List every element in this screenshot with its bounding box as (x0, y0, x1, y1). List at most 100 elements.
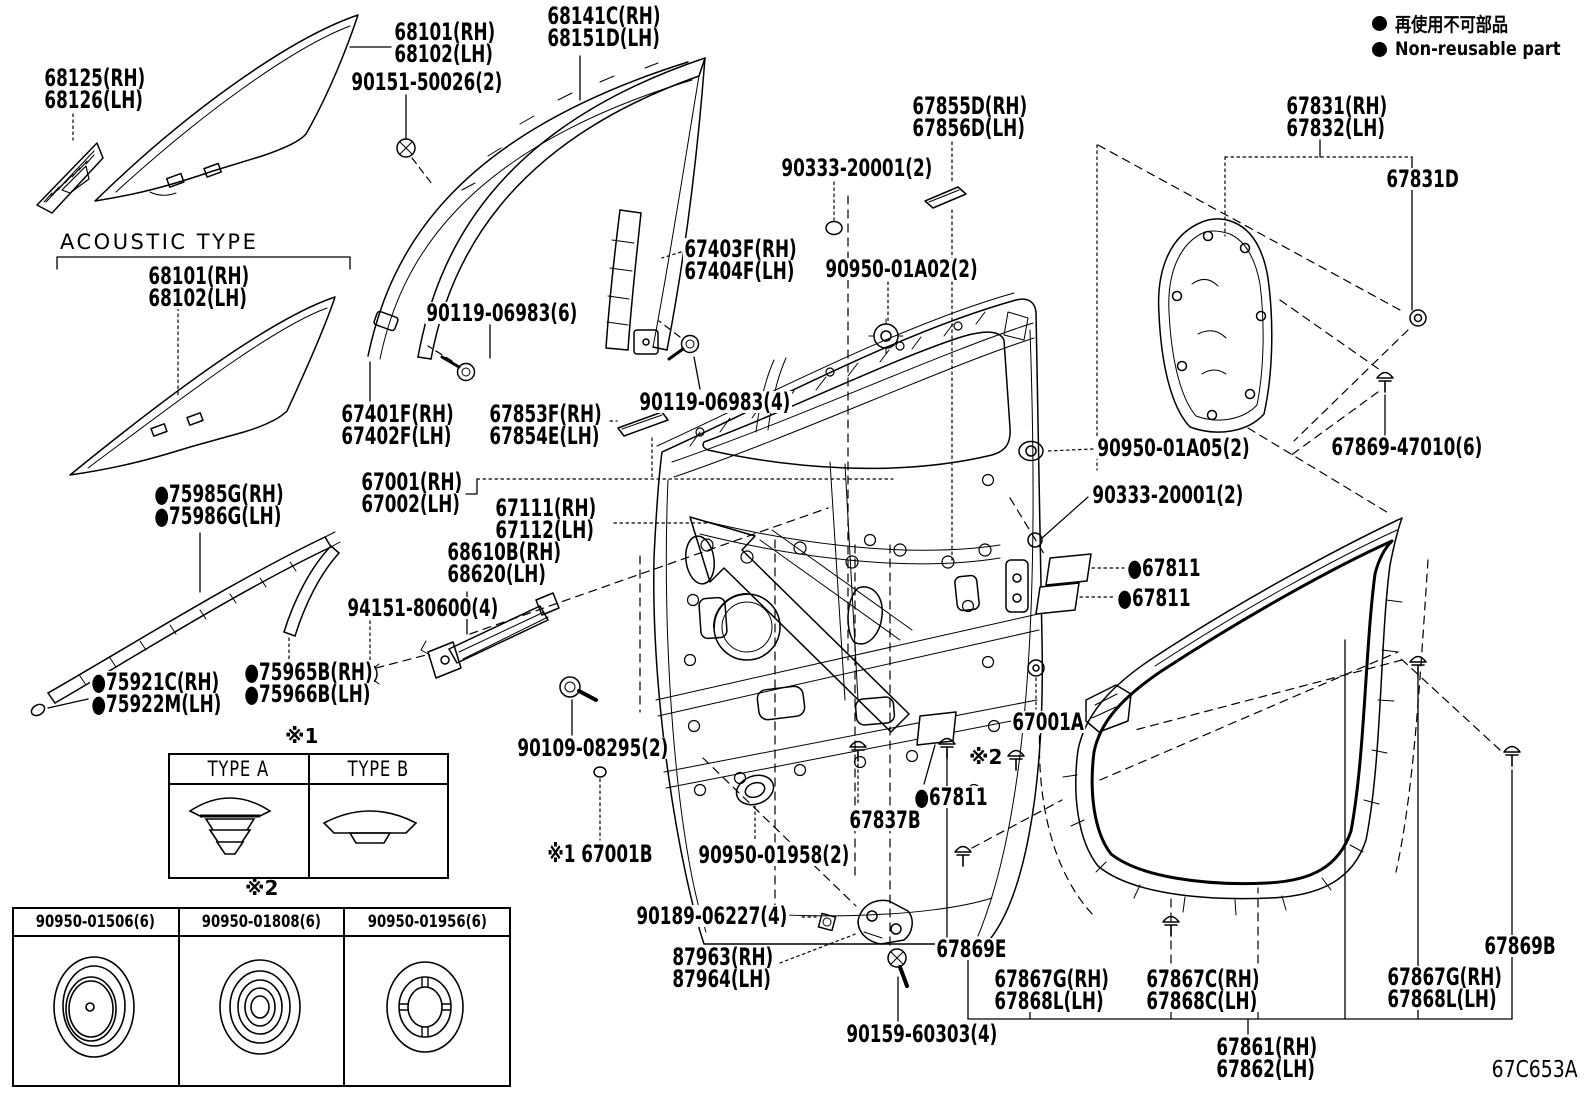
label-67837b: 67837B (848, 806, 923, 834)
plug-90333-b (1027, 496, 1089, 548)
label-90109-08295: 90109-08295(2) (516, 734, 670, 762)
bolt-90119-06983-6 (427, 324, 491, 382)
label-75921c: ●75921C(RH) ●75922M(LH) (90, 668, 223, 719)
label-67401f: 67401F(RH) 67402F(LH) (340, 400, 456, 451)
label-68125: 68125(RH) 68126(LH) (43, 64, 147, 115)
label-90950-01958: 90950-01958(2) (697, 841, 851, 869)
type-b-header: TYPE B (307, 755, 448, 783)
label-90189-06227: 90189-06227(4) (635, 902, 789, 930)
nut-90189 (801, 912, 837, 932)
type-a-header: TYPE A (208, 757, 270, 781)
quarter-glass-68125 (36, 107, 104, 214)
grommet-header-1: 90950-01506(6) (36, 912, 156, 932)
label-90151-50026: 90151-50026(2) (350, 68, 504, 96)
label-acoustic-type: ACOUSTIC TYPE (60, 230, 259, 254)
label-67111: 67111(RH) 67112(LH) (494, 494, 598, 545)
type-a-clip-drawing (170, 785, 308, 877)
label-75985g: ●75985G(RH) ●75986G(LH) (153, 480, 286, 531)
bolt-90109-08295 (559, 676, 598, 736)
sash-67855d (924, 141, 967, 561)
label-90950-01a02: 90950-01A02(2) (824, 255, 980, 283)
label-90119-06983-6: 90119-06983(6) (425, 299, 579, 327)
label-67811-b: ●67811 (1116, 584, 1192, 612)
sash-67853f (609, 411, 669, 479)
legend-row-en: Non-reusable part (1372, 36, 1590, 62)
trim-retainer-67831 (1157, 218, 1273, 433)
door-panel-67111 (639, 292, 1044, 951)
door-label-brackets (465, 478, 894, 524)
grommet-table: 90950-01506(6) 90950-01808(6) 90950-0195… (12, 907, 511, 1087)
belt-moulding-75985g (47, 531, 341, 704)
label-87963: 87963(RH) 87964(LH) (671, 943, 775, 994)
door-glass-main-68101 (94, 14, 392, 202)
grommet-90950-01a02 (868, 281, 904, 354)
label-90333-20001-a: 90333-20001(2) (780, 154, 934, 182)
label-67001b: ※1 67001B (546, 840, 654, 868)
label-90950-01a05: 90950-01A05(2) (1096, 434, 1252, 462)
label-67869-47010: 67869-47010(6) (1330, 433, 1484, 461)
glass-run-67401f (367, 61, 693, 402)
label-68141c: 68141C(RH) 68151D(LH) (546, 2, 662, 53)
label-diagram-code: 67C653A (1490, 1057, 1580, 1083)
screw-90151 (396, 94, 433, 185)
label-90119-06983-4: 90119-06983(4) (638, 388, 792, 416)
legend-jp-text: 再使用不可部品 (1395, 13, 1509, 36)
label-67867c: 67867C(RH) 67868C(LH) (1145, 965, 1261, 1016)
bracket-67831 (1096, 139, 1427, 515)
grommet-table-note: ※2 (245, 876, 279, 900)
clip-67837b (849, 740, 867, 807)
legend-en-text: Non-reusable part (1395, 38, 1561, 60)
division-bar-67403f (605, 209, 682, 355)
grommet-drawing-01506 (14, 937, 178, 1085)
label-94151-80600: 94151-80600(4) (346, 594, 500, 622)
label-68610b: 68610B(RH) 68620(LH) (446, 538, 563, 589)
label-67855d: 67855D(RH) 67856D(LH) (911, 92, 1029, 143)
label-67403f: 67403F(RH) 67404F(LH) (683, 235, 799, 286)
label-67869e: 67869E (935, 935, 1008, 963)
direction-arrow-icon (689, 516, 910, 733)
weatherstrip-67861 (1038, 517, 1501, 917)
label-67867g-left: 67867G(RH) 67868L(LH) (993, 965, 1111, 1016)
label-75965b: ●75965B(RH) ●75966B(LH) (243, 658, 375, 709)
moulding-end-clip-75921c (30, 698, 89, 717)
legend-row-jp: 再使用不可部品 (1372, 10, 1590, 36)
legend: 再使用不可部品 Non-reusable part (1372, 10, 1590, 62)
label-67001a: 67001A (1011, 708, 1086, 736)
label-90159-60303: 90159-60303(4) (845, 1020, 999, 1048)
grommet-header-3: 90950-01956(6) (343, 909, 509, 935)
label-note2-pin: ※2 (969, 745, 1003, 769)
clip-67869e (938, 737, 1063, 938)
label-67853f: 67853F(RH) 67854E(LH) (488, 400, 604, 451)
label-68101-acoustic: 68101(RH) 68102(LH) (147, 262, 251, 313)
bolt-90159 (887, 948, 909, 1022)
type-table-note: ※1 (285, 724, 319, 748)
label-68101-main: 68101(RH) 68102(LH) (393, 18, 497, 69)
label-67861: 67861(RH) 67862(LH) (1215, 1033, 1319, 1084)
bolt-90119-06983-4 (658, 320, 701, 390)
ring-90950-01958 (735, 774, 775, 842)
type-table: TYPE A TYPE B (168, 753, 449, 879)
grommet-drawing-01808 (177, 937, 344, 1085)
label-67811-a: ●67811 (1126, 554, 1202, 582)
hinge-87963 (702, 757, 913, 964)
non-reusable-bullet-icon (1372, 41, 1387, 57)
label-67831: 67831(RH) 67832(LH) (1285, 92, 1389, 143)
type-b-clip-drawing (307, 785, 448, 877)
belt-moulding-75965b (283, 545, 340, 660)
clip-67869-47010 (1289, 371, 1394, 457)
label-67867g-right: 67867G(RH) 67868L(LH) (1386, 963, 1504, 1014)
label-90333-20001-b: 90333-20001(2) (1091, 481, 1245, 509)
label-67869b: 67869B (1483, 932, 1558, 960)
label-67811-c: ●67811 (913, 783, 989, 811)
grommet-drawing-01956 (343, 937, 509, 1085)
door-glass-acoustic-68101 (56, 256, 351, 476)
grommet-90950-01a05 (1018, 440, 1094, 462)
pin-67001b (593, 766, 607, 841)
label-67831d: 67831D (1385, 165, 1461, 193)
pin-67001a (1027, 659, 1045, 710)
non-reusable-bullet-icon (1372, 15, 1387, 31)
pads-67811 (916, 497, 1125, 785)
